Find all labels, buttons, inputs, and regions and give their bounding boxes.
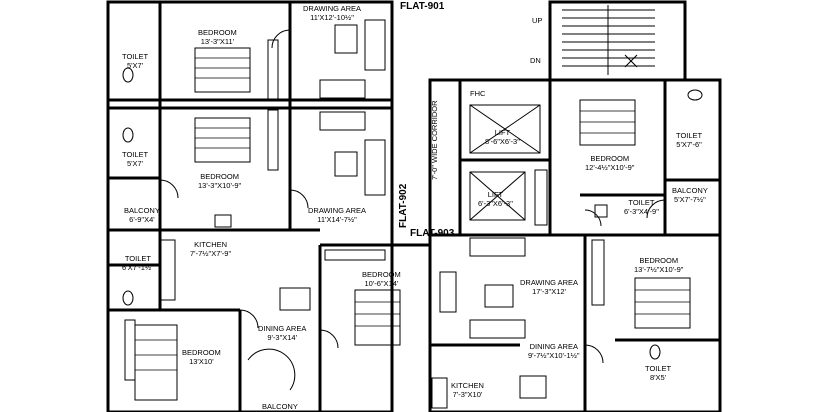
wardrobes: [124, 39, 605, 381]
furniture: [279, 19, 547, 399]
stair-up-label: UP: [532, 16, 543, 25]
lift-shafts: [469, 104, 541, 221]
stair-treads: [562, 5, 655, 75]
flat-901-label: FLAT-901: [400, 1, 445, 12]
beds: [134, 47, 691, 401]
door-swings: [159, 29, 666, 391]
walls: [106, 0, 722, 412]
flat-902-label: FLAT-902: [398, 183, 409, 228]
balcony-2-label: BALCONY: [262, 402, 298, 411]
corridor-label: 7'-0" WIDE CORRIDOR: [430, 100, 439, 180]
stair-down-label: DN: [530, 56, 541, 65]
sanitary-fixtures: [122, 67, 703, 409]
fhc-label: FHC: [470, 89, 486, 98]
flat-903-label: FLAT-903: [410, 228, 455, 239]
